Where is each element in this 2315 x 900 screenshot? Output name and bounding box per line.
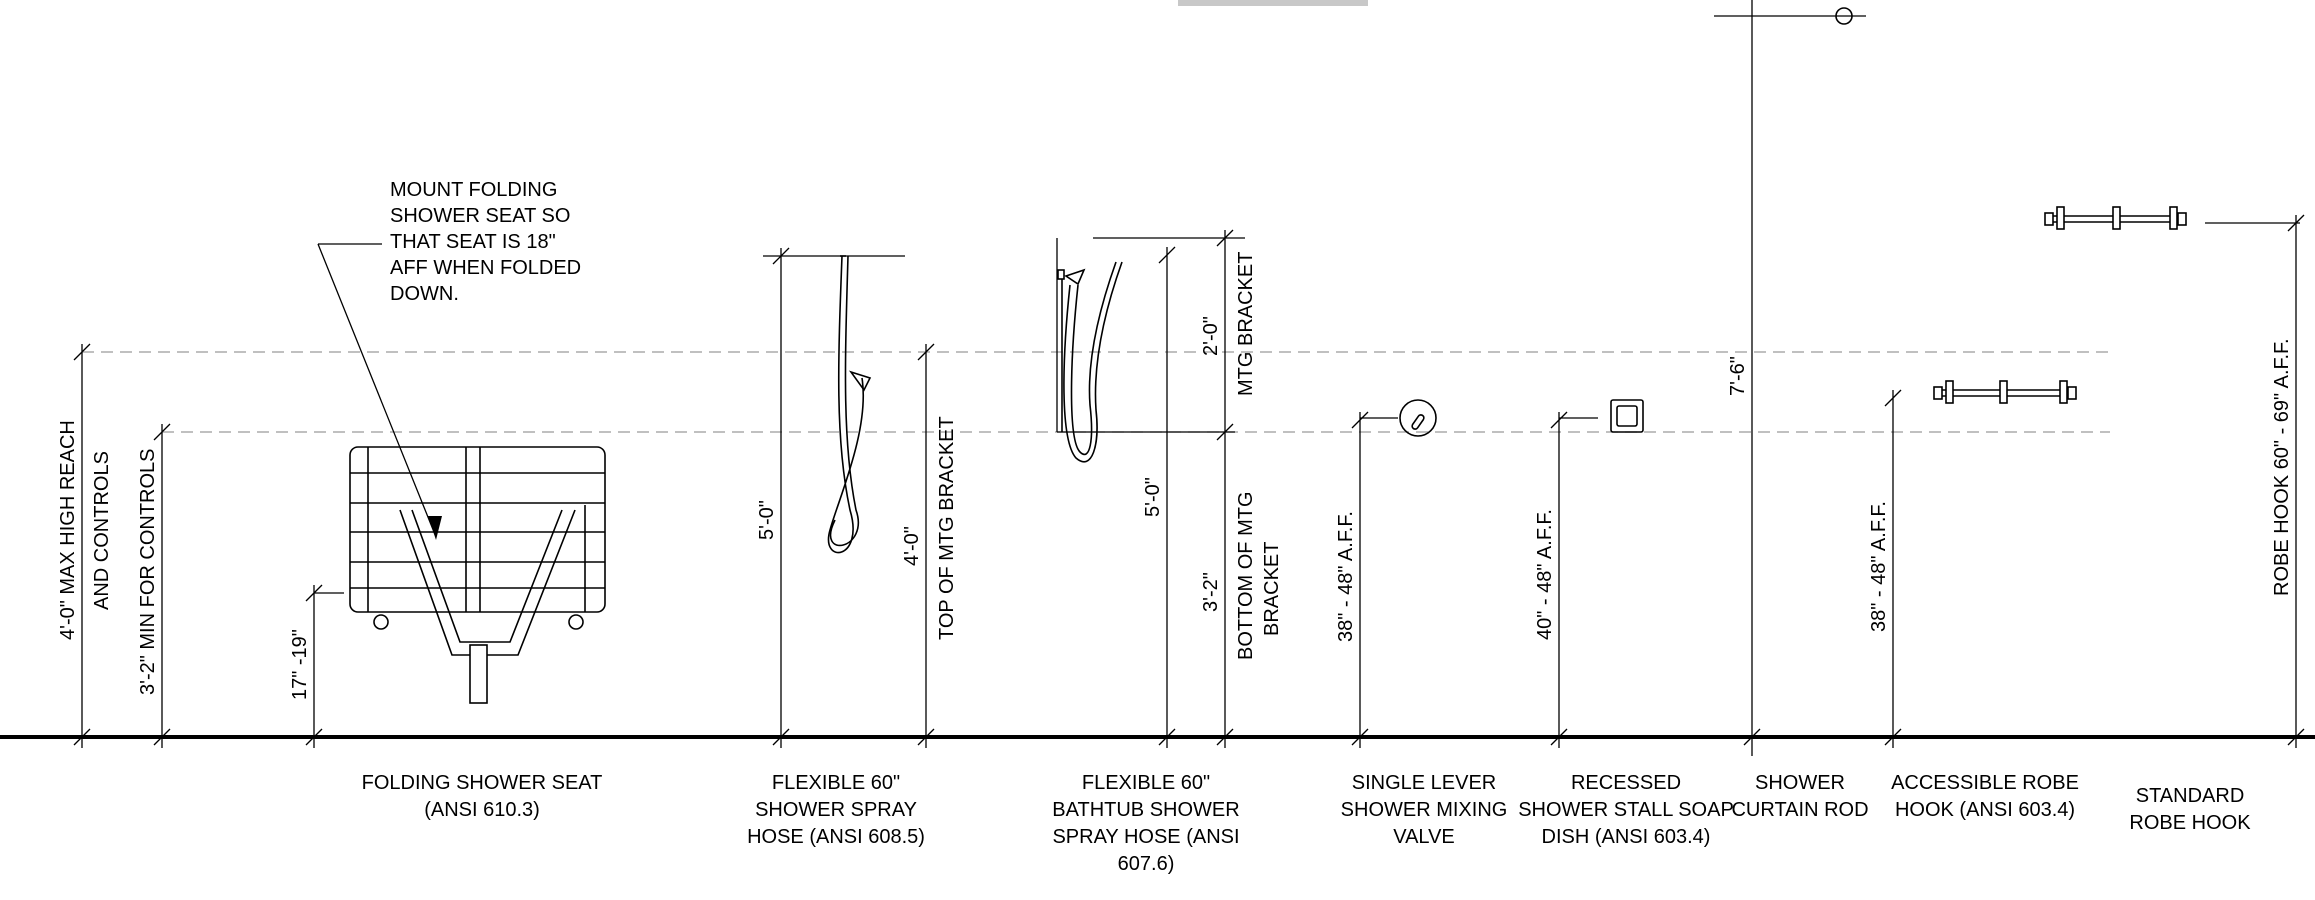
standard-robe-hook-dimension: ROBE HOOK 60" - 69" A.F.F. — [2271, 214, 2305, 748]
bathtub-spray-hose-icon — [1056, 237, 1245, 463]
seat-note-line-3: THAT SEAT IS 18" — [390, 231, 556, 253]
caption-line: ROBE HOOK — [2129, 812, 2251, 834]
curtain-rod-dimension: 7'-6" — [1727, 356, 1761, 746]
valve-aff-label: 38" - 48" A.F.F. — [1335, 511, 1357, 642]
caption-line: SINGLE LEVER — [1352, 772, 1497, 794]
tub-2ft-label: 2'-0" — [1200, 316, 1222, 356]
caption-soap-dish: RECESSED SHOWER STALL SOAP DISH (ANSI 60… — [1518, 772, 1734, 848]
soap-dish-aff-label: 40" - 48" A.F.F. — [1534, 509, 1556, 640]
max-reach-label-1: 4'-0" MAX HIGH REACH — [57, 420, 79, 640]
tub-3ft2-label: 3'-2" — [1200, 572, 1222, 612]
caption-bathtub-spray-hose: FLEXIBLE 60" BATHTUB SHOWER SPRAY HOSE (… — [1052, 772, 1239, 875]
mtg-bracket-label: MTG BRACKET — [1235, 252, 1257, 396]
spray-hose-5ft-label: 5'-0" — [756, 500, 778, 540]
curtain-rod-label: 7'-6" — [1727, 356, 1749, 396]
spray-hose-4ft-label: 4'-0" — [901, 526, 923, 566]
caption-line: SPRAY HOSE (ANSI — [1052, 826, 1239, 848]
caption-accessible-robe-hook: ACCESSIBLE ROBE HOOK (ANSI 603.4) — [1891, 772, 2079, 821]
caption-line: BATHTUB SHOWER — [1052, 799, 1239, 821]
caption-line: SHOWER SPRAY — [755, 799, 917, 821]
caption-line: CURTAIN ROD — [1731, 799, 1868, 821]
seat-height-dimension: 17" -19" — [289, 584, 344, 748]
caption-line: (ANSI 610.3) — [424, 799, 540, 821]
tub-5ft-label: 5'-0" — [1142, 477, 1164, 517]
seat-height-label: 17" -19" — [289, 629, 311, 700]
caption-line: ACCESSIBLE ROBE — [1891, 772, 2079, 794]
max-reach-dimension: 4'-0" MAX HIGH REACH AND CONTROLS — [57, 343, 113, 748]
caption-line: SHOWER STALL SOAP — [1518, 799, 1734, 821]
valve-dimension: 38" - 48" A.F.F. — [1335, 411, 1398, 748]
robe-hook-accessible-aff-label: 38" - 48" A.F.F. — [1868, 501, 1890, 632]
caption-line: VALVE — [1393, 826, 1455, 848]
soap-dish-icon — [1610, 399, 1644, 433]
spray-hose-4ft-dimension: 4'-0" TOP OF MTG BRACKET — [901, 343, 958, 748]
tub-5ft-dimension: 5'-0" — [1142, 246, 1176, 748]
folding-shower-seat-icon — [349, 446, 606, 704]
standard-robe-hook-icon — [2044, 206, 2300, 230]
caption-line: FOLDING SHOWER SEAT — [362, 772, 603, 794]
title-scrap — [1178, 0, 1368, 6]
caption-line: SHOWER MIXING — [1341, 799, 1508, 821]
spray-hose-5ft-dimension: 5'-0" — [756, 247, 790, 748]
mixing-valve-icon — [1399, 399, 1437, 437]
leader-arrow — [428, 516, 442, 540]
accessible-robe-hook-icon — [1933, 380, 2077, 404]
accessible-robe-hook-dimension: 38" - 48" A.F.F. — [1868, 389, 1902, 748]
caption-folding-seat: FOLDING SHOWER SEAT (ANSI 610.3) — [362, 772, 603, 821]
min-controls-label: 3'-2" MIN FOR CONTROLS — [137, 449, 159, 696]
caption-line: FLEXIBLE 60" — [1082, 772, 1210, 794]
caption-line: 607.6) — [1118, 853, 1175, 875]
caption-line: DISH (ANSI 603.4) — [1542, 826, 1711, 848]
caption-line: RECESSED — [1571, 772, 1681, 794]
soap-dish-dimension: 40" - 48" A.F.F. — [1534, 411, 1598, 748]
leader-line — [317, 243, 437, 538]
caption-mixing-valve: SINGLE LEVER SHOWER MIXING VALVE — [1341, 772, 1508, 848]
min-controls-dimension: 3'-2" MIN FOR CONTROLS — [137, 423, 171, 748]
caption-line: STANDARD — [2136, 785, 2245, 807]
caption-line: HOSE (ANSI 608.5) — [747, 826, 925, 848]
seat-note-line-4: AFF WHEN FOLDED — [390, 257, 581, 279]
caption-curtain-rod: SHOWER CURTAIN ROD — [1731, 772, 1868, 821]
seat-note-line-2: SHOWER SEAT SO — [390, 205, 570, 227]
caption-line: HOOK (ANSI 603.4) — [1895, 799, 2075, 821]
shower-spray-hose-icon — [763, 255, 905, 554]
bottom-mtg-bracket-label-1: BOTTOM OF MTG — [1235, 491, 1257, 660]
caption-shower-spray-hose: FLEXIBLE 60" SHOWER SPRAY HOSE (ANSI 608… — [747, 772, 925, 848]
robe-hook-standard-aff-label: ROBE HOOK 60" - 69" A.F.F. — [2271, 338, 2293, 596]
caption-line: SHOWER — [1755, 772, 1845, 794]
bottom-mtg-bracket-label-2: BRACKET — [1261, 542, 1283, 636]
caption-standard-robe-hook: STANDARD ROBE HOOK — [2129, 785, 2251, 834]
seat-note: MOUNT FOLDING SHOWER SEAT SO THAT SEAT I… — [317, 179, 581, 540]
max-reach-label-2: AND CONTROLS — [91, 451, 113, 610]
mtg-bracket-dimension: 2'-0" MTG BRACKET 3'-2" BOTTOM OF MTG BR… — [1200, 229, 1283, 748]
seat-note-line-5: DOWN. — [390, 283, 459, 305]
seat-note-line-1: MOUNT FOLDING — [390, 179, 557, 201]
curtain-rod-icon — [1714, 0, 1866, 756]
caption-line: FLEXIBLE 60" — [772, 772, 900, 794]
top-mtg-bracket-label: TOP OF MTG BRACKET — [936, 416, 958, 640]
